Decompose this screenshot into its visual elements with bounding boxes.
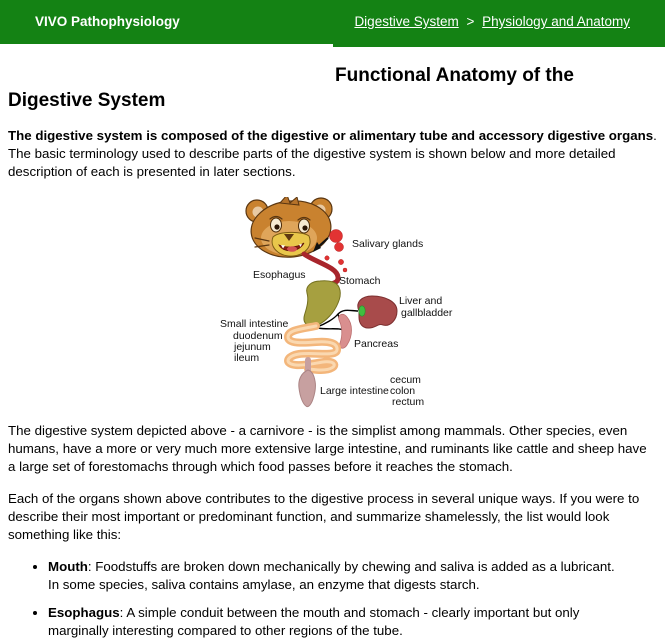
cecum-label: cecum (390, 374, 421, 386)
digestive-anatomy-diagram: Salivary glands Esophagus Stomach Liver … (187, 197, 457, 412)
breadcrumb-link-digestive-system[interactable]: Digestive System (354, 14, 459, 29)
list-item-esophagus: Esophagus: A simple conduit between the … (48, 604, 623, 640)
header-bottom-step (333, 44, 665, 47)
body-paragraph-carnivore: The digestive system depicted above - a … (8, 423, 647, 474)
esophagus-label: Esophagus (253, 269, 306, 281)
site-title: VIVO Pathophysiology (35, 14, 180, 29)
ileum-label: ileum (234, 352, 259, 364)
jejunum-label: jejunum (233, 341, 271, 353)
salivary-pointer-arrow-icon (313, 237, 329, 252)
liver-label-line1: Liver and (399, 295, 442, 307)
pancreas-label: Pancreas (354, 338, 398, 350)
esophagus-term: Esophagus (48, 605, 120, 620)
mouth-term: Mouth (48, 559, 88, 574)
pancreas-shape (338, 313, 352, 349)
salivary-glands-shape (324, 229, 348, 273)
intro-rest-text: . The basic terminology used to describe… (8, 128, 657, 179)
esophagus-description: : A simple conduit between the mouth and… (48, 605, 580, 638)
colon-label: colon (390, 385, 415, 397)
large-intestine-label: Large intestine (320, 385, 389, 397)
breadcrumb: Digestive System > Physiology and Anatom… (354, 13, 630, 31)
intro-bold-text: The digestive system is composed of the … (8, 128, 654, 143)
mouth-description: : Foodstuffs are broken down mechanicall… (48, 559, 615, 592)
body-paragraph-organs: Each of the organs shown above contribut… (8, 491, 640, 542)
small-intestine-shape (284, 322, 342, 374)
large-intestine-shape (298, 357, 316, 408)
organ-list: Mouth: Foodstuffs are broken down mechan… (8, 558, 657, 640)
liver-label-line2: gallbladder (401, 307, 453, 319)
rectum-label: rectum (392, 396, 424, 408)
breadcrumb-separator: > (466, 14, 475, 29)
intro-paragraph: The digestive system is composed of the … (8, 127, 657, 181)
gallbladder-shape (358, 305, 366, 317)
page-title: Functional Anatomy of the Digestive Syst… (8, 65, 574, 111)
duodenum-label: duodenum (233, 330, 283, 342)
liver-shape (357, 295, 398, 329)
breadcrumb-link-physiology-anatomy[interactable]: Physiology and Anatomy (482, 14, 630, 29)
lion-head-illustration (245, 197, 333, 258)
list-item-mouth: Mouth: Foodstuffs are broken down mechan… (48, 558, 623, 594)
small-intestine-label: Small intestine (220, 318, 288, 330)
stomach-shape (303, 280, 341, 327)
top-nav-bar: VIVO Pathophysiology Digestive System > … (0, 0, 665, 47)
salivary-glands-label: Salivary glands (352, 238, 423, 250)
stomach-label: Stomach (339, 275, 381, 287)
